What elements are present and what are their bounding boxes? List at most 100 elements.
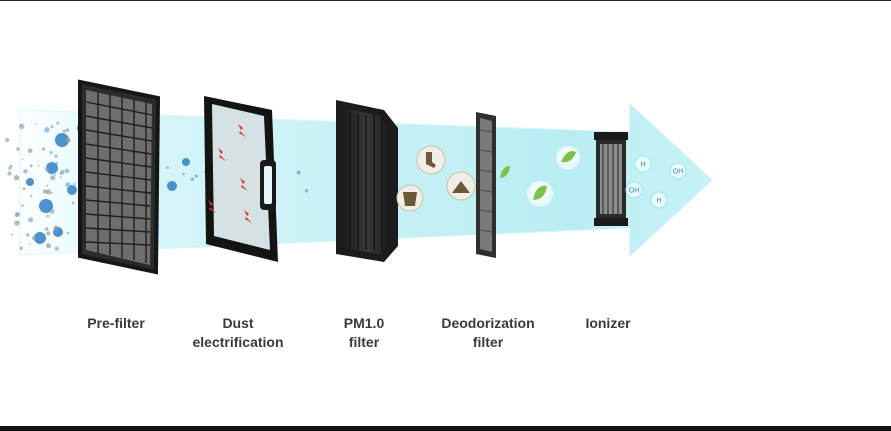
dust-speck	[46, 214, 50, 218]
dust-speck	[21, 158, 24, 161]
dust-speck	[27, 148, 33, 154]
dust-speck	[41, 147, 46, 151]
dust-speck	[16, 147, 20, 151]
dust-speck	[166, 166, 169, 169]
pre-filter-panel	[78, 79, 161, 275]
dust-speck	[44, 167, 49, 171]
label-deodorization-filter: Deodorization filter	[418, 314, 558, 352]
label-dust-electrification: Dust electrification	[168, 314, 308, 352]
ion-label: OH	[673, 169, 684, 176]
dust-speck	[65, 128, 70, 132]
dust-speck	[49, 209, 55, 214]
deodorization-filter-panel	[476, 112, 496, 258]
dust-speck	[56, 121, 60, 125]
ionizer-unit	[594, 132, 628, 226]
dust-speck	[30, 195, 33, 198]
dust-particle-icon	[55, 133, 69, 147]
dust-speck	[45, 227, 49, 231]
dust-electrification-panel	[204, 96, 278, 262]
label-dust-electrification-line: electrification	[192, 334, 284, 350]
dust-speck	[14, 220, 20, 226]
ion-bubble	[650, 191, 668, 209]
dust-speck	[296, 170, 301, 175]
dust-speck	[49, 173, 52, 175]
dust-speck	[23, 169, 28, 174]
dust-speck	[28, 217, 34, 223]
dust-speck	[29, 164, 33, 168]
dust-speck	[182, 172, 185, 176]
dust-speck	[190, 177, 195, 182]
spark-icon	[208, 124, 252, 223]
label-pm10-filter-line: filter	[348, 334, 380, 350]
dust-speck	[7, 171, 12, 176]
dust-speck	[65, 137, 70, 143]
dust-speck	[37, 164, 40, 167]
label-pre-filter: Pre-filter	[46, 314, 186, 333]
dust-speck	[73, 182, 76, 186]
label-ionizer: Ionizer	[538, 314, 678, 333]
label-deodorization-filter-line: filter	[472, 334, 504, 350]
ion-bubble	[634, 155, 652, 173]
label-pre-filter-line: Pre-filter	[87, 315, 145, 331]
dust-particle-icon	[26, 178, 34, 186]
ion-label: H	[640, 162, 645, 169]
dust-speck	[49, 151, 53, 155]
dust-speck	[55, 161, 59, 165]
dust-particle-icon	[167, 181, 177, 191]
dust-speck	[22, 187, 26, 191]
dust-speck	[304, 189, 309, 193]
dust-particle-icon	[46, 162, 58, 174]
label-ionizer-line: Ionizer	[585, 315, 631, 331]
label-deodorization-filter-line: Deodorization	[441, 315, 535, 331]
odor-bubbles	[396, 145, 476, 212]
dust-speck	[46, 231, 51, 236]
ion-bubble	[625, 181, 643, 199]
dust-speck	[71, 201, 75, 205]
dust-particle-icon	[182, 158, 190, 166]
dust-speck	[194, 174, 199, 178]
leaf-icon	[500, 146, 580, 207]
dust-particle-icon	[67, 185, 77, 195]
dust-speck	[64, 168, 70, 174]
dust-speck	[50, 175, 56, 181]
dust-speck	[65, 182, 71, 188]
dust-speck	[8, 166, 12, 170]
dust-speck	[26, 233, 30, 237]
label-pm10-filter-line: PM1.0	[343, 315, 385, 331]
ion-label: OH	[629, 188, 640, 195]
dust-speck	[66, 231, 69, 235]
dust-particle-icon	[39, 199, 53, 213]
dust-speck	[45, 243, 52, 249]
dust-speck	[54, 154, 58, 158]
dust-speck	[54, 173, 57, 176]
dust-speck	[21, 204, 24, 207]
dust-speck	[35, 122, 38, 125]
dust-speck	[53, 225, 59, 231]
dust-speck	[46, 184, 49, 187]
pm10-filter-panel	[336, 100, 398, 262]
dust-speck	[19, 246, 23, 250]
dust-speck	[11, 233, 14, 236]
dust-speck	[50, 125, 54, 129]
dust-speck	[29, 243, 32, 246]
dust-particle-icon	[34, 232, 46, 244]
dust-speck	[20, 123, 22, 126]
label-dust-electrification-line: Dust	[222, 315, 254, 331]
dust-speck	[32, 236, 36, 240]
ion-bubble	[669, 162, 687, 180]
dust-speck	[54, 246, 59, 251]
bottom-border	[0, 426, 891, 431]
dust-speck	[62, 129, 66, 133]
dust-speck	[13, 175, 20, 181]
dust-speck	[50, 191, 53, 194]
dust-speck	[59, 176, 62, 179]
dust-speck	[44, 127, 50, 133]
dust-speck	[45, 189, 51, 195]
dust-speck	[60, 169, 65, 175]
dust-speck	[5, 137, 10, 143]
dust-speck	[15, 212, 20, 217]
top-border	[0, 0, 891, 1]
label-pm10-filter: PM1.0 filter	[294, 314, 434, 352]
